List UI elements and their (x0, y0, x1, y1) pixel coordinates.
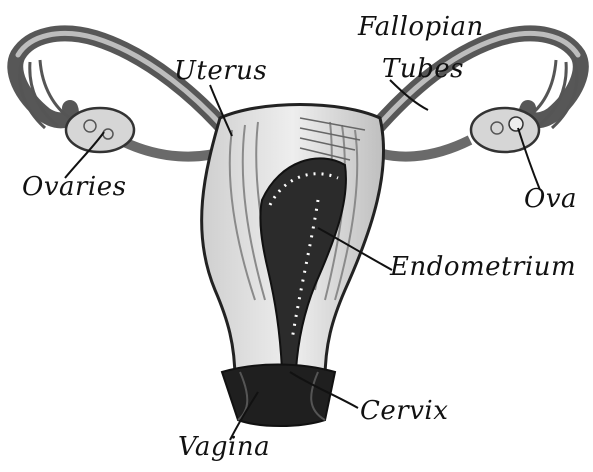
label-ova: Ova (524, 186, 577, 212)
label-fallopian: Fallopian (358, 14, 484, 40)
left-ovary (66, 108, 134, 152)
label-endometrium: Endometrium (390, 254, 576, 280)
label-tubes: Tubes (382, 56, 464, 82)
cervix-vagina (222, 365, 335, 427)
label-uterus: Uterus (174, 58, 267, 84)
ovum-mark (509, 117, 523, 131)
right-ovary (471, 108, 539, 152)
label-cervix: Cervix (360, 398, 448, 424)
label-vagina: Vagina (178, 434, 270, 460)
label-ovaries: Ovaries (22, 174, 126, 200)
